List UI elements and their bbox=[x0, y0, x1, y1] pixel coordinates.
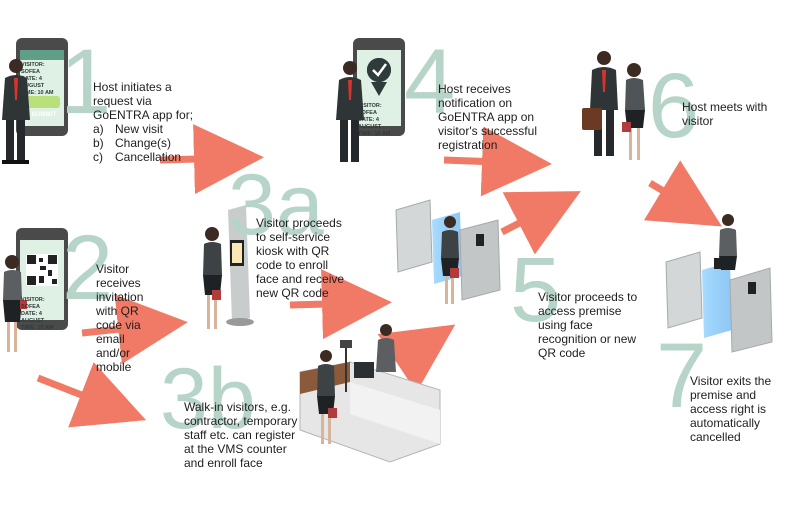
step-6-text: Host meets with visitor bbox=[682, 100, 768, 128]
flow-arrows bbox=[36, 124, 722, 428]
step-3b-number: 3b bbox=[160, 351, 256, 447]
step-1-item-b: b) Change(s) bbox=[93, 136, 203, 150]
step-4-number: 4 bbox=[404, 31, 456, 133]
host-meets-visitor-icon bbox=[582, 51, 645, 160]
phone-4-screen: VISITOR: SOFEA DATE: 4 AUGUST TIME: 10 A… bbox=[358, 103, 402, 138]
phone-step4-icon bbox=[353, 38, 405, 136]
phone-2-screen: VISITOR: SOFEA DATE: 4 AUGUST TIME: 10 A… bbox=[21, 297, 65, 332]
arrow-6-to-7 bbox=[643, 160, 722, 227]
item-c-label: Cancellation bbox=[115, 150, 182, 164]
step-2-number: 2 bbox=[62, 217, 114, 319]
step-5-text: Visitor proceeds to access premise using… bbox=[538, 290, 638, 360]
phone-1-screen: VISITOR: SOFEA DATE: 4 AUGUST TIME: 10 A… bbox=[21, 62, 65, 121]
host-figure-1-icon bbox=[2, 59, 30, 164]
phone-2-time-line: TIME: 10 AM bbox=[21, 325, 54, 331]
phone-4-time-line: TIME: 10 AM bbox=[358, 131, 391, 137]
arrow-5-to-6 bbox=[500, 191, 581, 255]
step-1-item-c: c) Cancellation bbox=[93, 150, 203, 164]
item-a-label: New visit bbox=[115, 122, 164, 136]
turnstiles-entry-icon bbox=[395, 199, 501, 304]
phone-1-date-line: DATE: 4 AUGUST bbox=[21, 76, 45, 89]
arrow-1-to-3a bbox=[159, 124, 264, 195]
step-7-text: Visitor exits the premise and access rig… bbox=[690, 374, 772, 444]
phone-4-date-line: DATE: 4 AUGUST bbox=[358, 117, 382, 130]
step-3a-text: Visitor proceeds to self-service kiosk w… bbox=[256, 216, 345, 300]
step-1-description: Host initiates a request via GoENTRA app… bbox=[93, 80, 194, 122]
phone-2-date-line: DATE: 4 AUGUST bbox=[21, 311, 45, 324]
arrow-2-to-3b bbox=[36, 362, 147, 428]
item-b-label: Change(s) bbox=[115, 136, 172, 150]
submit-button[interactable]: SUBMIT bbox=[31, 111, 57, 118]
step-3a-number: 3a bbox=[228, 157, 324, 253]
turnstiles-exit-icon bbox=[665, 214, 773, 353]
vms-counter-icon bbox=[299, 324, 441, 463]
step-2-text: Visitor receives invitation with QR code… bbox=[96, 262, 144, 374]
arrow-3b-to-5 bbox=[377, 324, 456, 393]
step-1-item-a: a) New visit bbox=[93, 122, 203, 136]
step-1-number: 1 bbox=[60, 31, 112, 133]
item-a-marker: a) bbox=[93, 122, 104, 136]
arrow-2-to-3a bbox=[81, 294, 188, 365]
phone-1-time-line: TIME: 10 AM bbox=[21, 90, 54, 96]
item-b-marker: b) bbox=[93, 136, 104, 150]
phone-4-visitor-line: VISITOR: SOFEA bbox=[358, 103, 382, 116]
kiosk-icon bbox=[226, 205, 254, 326]
phone-1-visitor-line: VISITOR: SOFEA bbox=[21, 62, 45, 75]
arrow-4-to-6 bbox=[443, 126, 552, 197]
visitor-figure-3a-icon bbox=[203, 227, 222, 329]
step-4-text: Host receives notification on GoENTRA ap… bbox=[438, 82, 537, 152]
step-6-number: 6 bbox=[648, 55, 700, 157]
step-1-text: Host initiates a request via GoENTRA app… bbox=[93, 80, 203, 164]
phone-step2-icon bbox=[16, 228, 68, 330]
phone-2-visitor-line: VISITOR: SOFEA bbox=[21, 297, 45, 310]
arrow-3a-to-5 bbox=[289, 269, 392, 340]
step-1-list: a) New visit b) Change(s) c) Cancellation bbox=[93, 122, 203, 164]
step-3b-text: Walk-in visitors, e.g. contractor, tempo… bbox=[184, 400, 298, 470]
step-5-number: 5 bbox=[510, 239, 562, 341]
host-figure-4-icon bbox=[336, 61, 364, 162]
visitor-figure-2-icon bbox=[3, 255, 27, 352]
step-7-number: 7 bbox=[656, 325, 708, 427]
item-c-marker: c) bbox=[93, 150, 103, 164]
